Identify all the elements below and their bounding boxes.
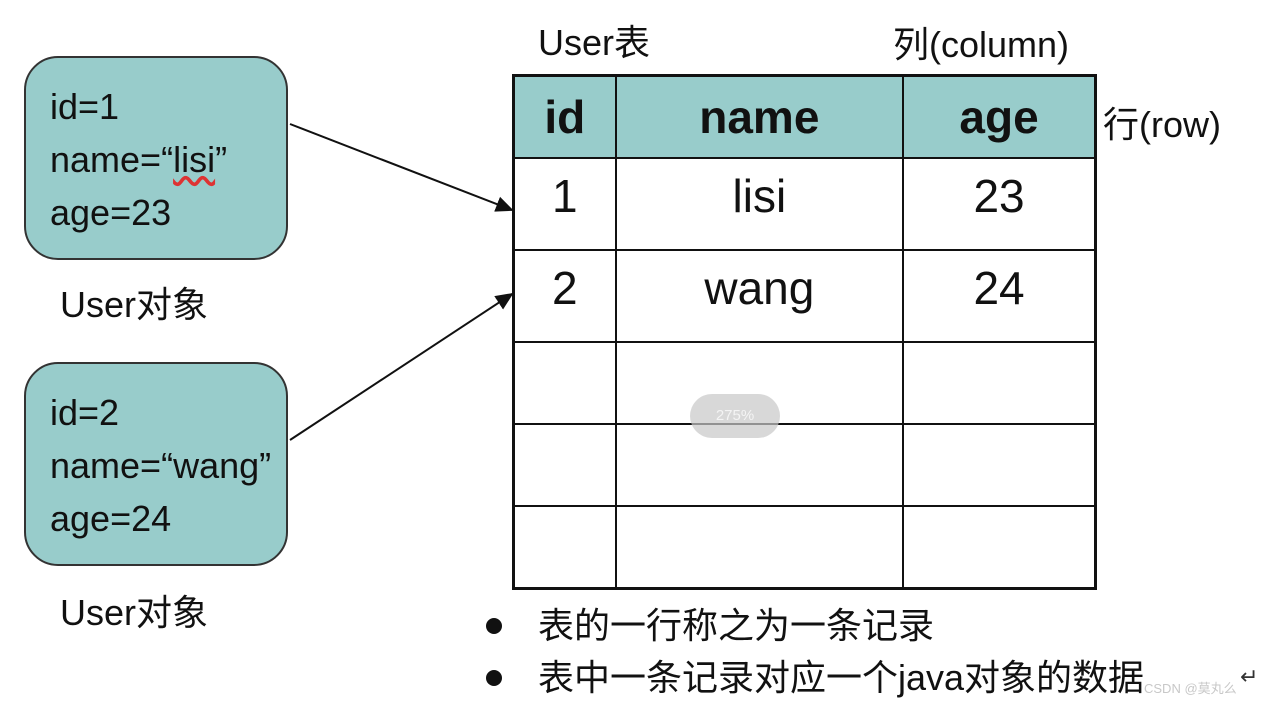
table-cell: lisi: [614, 157, 905, 251]
header-id: id: [512, 74, 617, 159]
table-cell: wang: [614, 249, 905, 343]
list-item: 表中一条记录对应一个java对象的数据: [486, 652, 1144, 704]
object-1-name-value: lisi: [173, 139, 216, 180]
table-row: [512, 505, 1097, 590]
object-1-age-line: age=23: [50, 192, 172, 233]
table-cell: [902, 341, 1097, 425]
object-1-caption: User对象: [60, 284, 209, 325]
object-2-id-line: id=2: [50, 392, 120, 433]
user-object-box-2: id=2 name=“wang” age=24: [24, 362, 288, 566]
object-2-age-line: age=24: [50, 498, 172, 539]
bullet-list: 表的一行称之为一条记录 表中一条记录对应一个java对象的数据: [486, 600, 1144, 704]
user-table: id name age 1 lisi 23 2 wang 24: [512, 74, 1097, 590]
table-title: User表: [538, 22, 651, 63]
bullet-dot-icon: [486, 618, 502, 634]
table-row: [512, 423, 1097, 507]
table-cell: 23: [902, 157, 1097, 251]
table-header-row: id name age: [512, 74, 1097, 159]
table-cell: 2: [512, 249, 617, 343]
object-2-name-line: name=“wang”: [50, 445, 272, 486]
table-cell: [902, 423, 1097, 507]
header-age: age: [902, 74, 1097, 159]
arrow-object-2-to-row-2: [289, 292, 514, 441]
bullet-text: 表的一行称之为一条记录: [538, 605, 935, 646]
object-1-id-line: id=1: [50, 86, 120, 127]
watermark: CSDN @莫丸么: [1144, 681, 1237, 696]
object-1-name-line: name=“lisi”: [50, 133, 286, 186]
table-row: 1 lisi 23: [512, 157, 1097, 251]
table-cell: 1: [512, 157, 617, 251]
table-cell: [902, 505, 1097, 590]
bullet-text: 表中一条记录对应一个java对象的数据: [538, 657, 1145, 698]
table-row: [512, 341, 1097, 425]
zoom-level-badge: 275%: [690, 394, 780, 438]
column-label: 列(column): [893, 24, 1070, 65]
bullet-dot-icon: [486, 670, 502, 686]
object-1-name-prefix: name=“: [50, 139, 174, 180]
user-object-box-1: id=1 name=“lisi” age=23: [24, 56, 288, 260]
table-cell: [512, 505, 617, 590]
table-row: 2 wang 24: [512, 249, 1097, 343]
table-cell: 24: [902, 249, 1097, 343]
table-cell: [512, 341, 617, 425]
paragraph-return-icon: ↵: [1240, 664, 1259, 689]
list-item: 表的一行称之为一条记录: [486, 600, 1144, 652]
header-name: name: [614, 74, 905, 159]
row-label: 行(row): [1103, 104, 1221, 145]
table-cell: [614, 505, 905, 590]
table-cell: [512, 423, 617, 507]
object-2-caption: User对象: [60, 592, 209, 633]
object-1-name-suffix: ”: [215, 139, 228, 180]
arrow-object-1-to-row-1: [289, 123, 514, 212]
